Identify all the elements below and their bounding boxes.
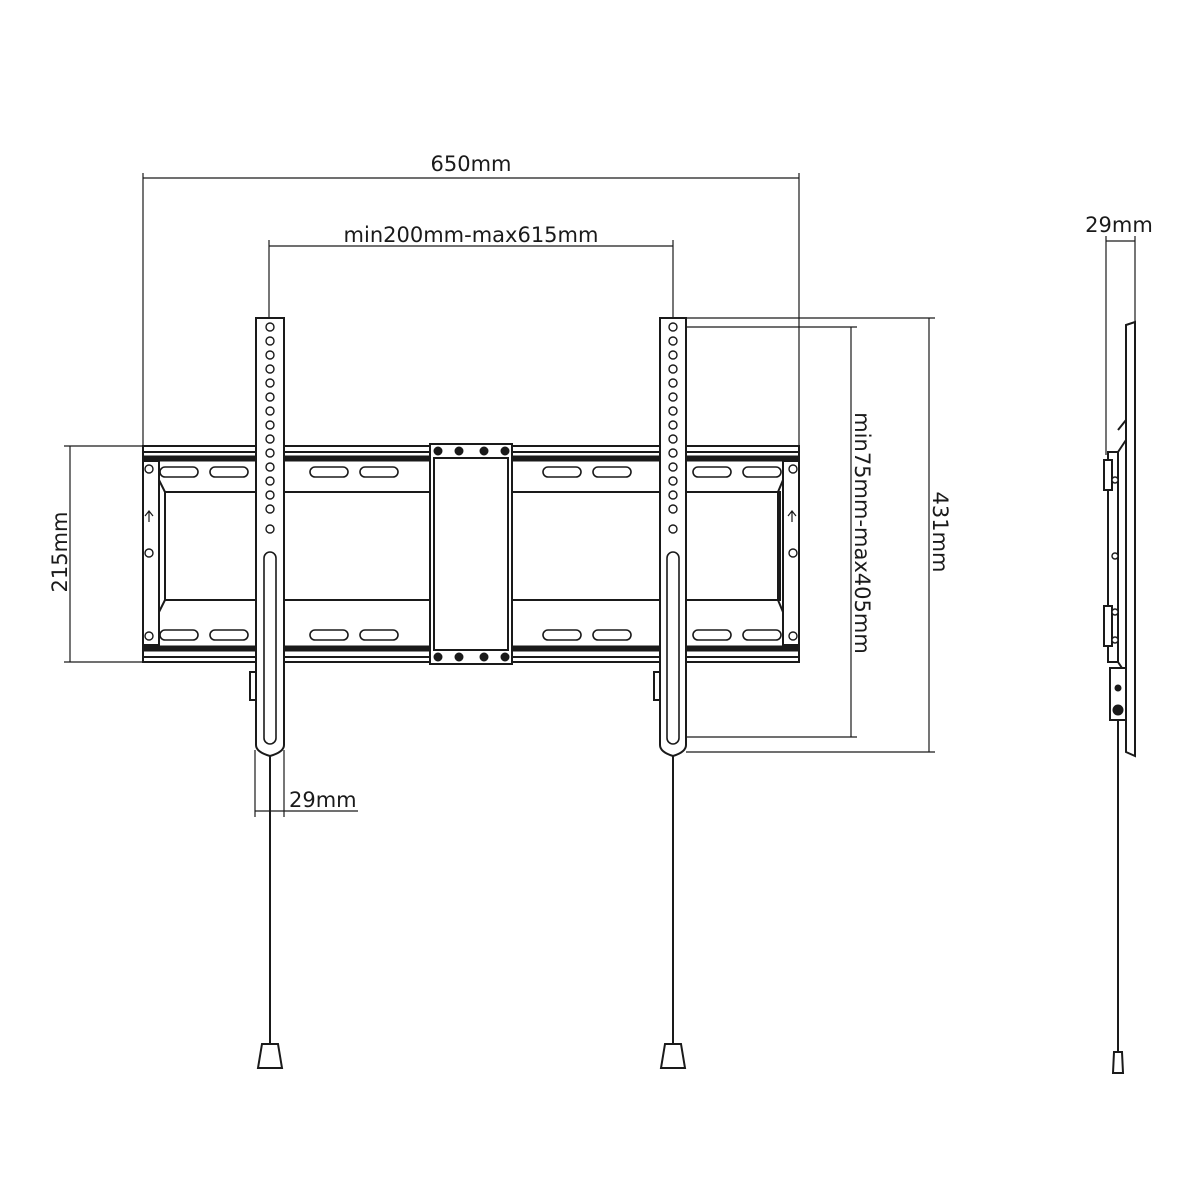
left-vertical-arm: [249, 317, 285, 1069]
right-vertical-arm: [653, 317, 687, 1069]
dimension-lines: [64, 173, 1136, 817]
dim-profile-depth-label: 29mm: [1085, 213, 1153, 237]
side-profile-view: [1103, 320, 1136, 1074]
dim-arm-width-label: 29mm: [289, 788, 357, 812]
dim-hole-spacing-vertical-label: min75mm-max405mm: [850, 412, 874, 654]
dim-frame-height-label: 215mm: [48, 512, 72, 593]
dim-hole-spacing-horizontal-label: min200mm-max615mm: [344, 223, 599, 247]
wall-frame-slots: [159, 466, 782, 641]
dim-overall-width-label: 650mm: [431, 152, 512, 176]
center-plate: [429, 443, 513, 665]
dim-arm-height-label: 431mm: [928, 492, 952, 573]
